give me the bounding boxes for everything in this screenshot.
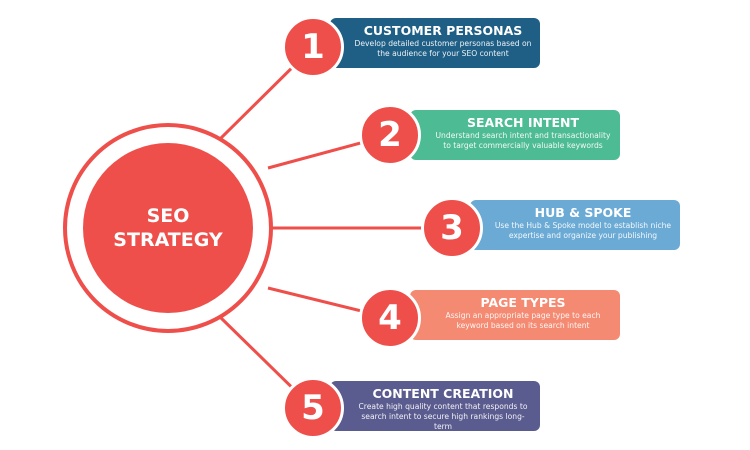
step-3-number: 3: [421, 197, 483, 259]
step-5-description: Create high quality content that respond…: [358, 402, 528, 431]
step-4-title: PAGE TYPES: [480, 295, 566, 310]
center-hub: SEO STRATEGY: [83, 143, 253, 313]
step-5-number: 5: [282, 377, 344, 439]
center-line2: STRATEGY: [113, 229, 223, 251]
step-5-title: CONTENT CREATION: [372, 386, 514, 401]
step-3-title: HUB & SPOKE: [534, 205, 632, 220]
step-4-number: 4: [359, 287, 421, 349]
step-2-number: 2: [359, 104, 421, 166]
step-1-number: 1: [282, 16, 344, 78]
step-4-description: Assign an appropriate page type to each …: [445, 311, 601, 330]
step-2-title: SEARCH INTENT: [467, 115, 579, 130]
step-3-description: Use the Hub & Spoke model to establish n…: [494, 221, 672, 240]
step-1-description: Develop detailed customer personas based…: [354, 39, 532, 58]
step-2-description: Understand search intent and transaction…: [435, 131, 611, 150]
center-line1: SEO: [146, 205, 190, 227]
step-1-title: CUSTOMER PERSONAS: [363, 23, 523, 38]
